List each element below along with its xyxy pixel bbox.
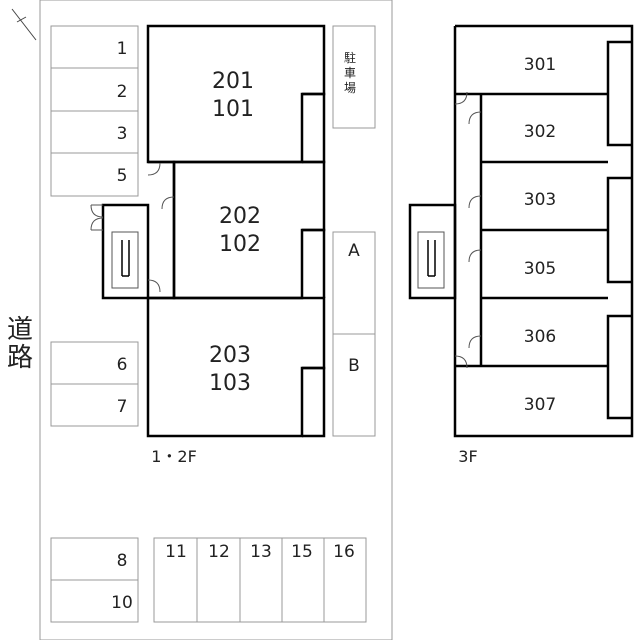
parking-space-11: 11 xyxy=(165,542,187,562)
unit-203: 203 xyxy=(209,343,251,368)
parking-space-10: 10 xyxy=(111,593,133,613)
parking-area-label-char-3: 場 xyxy=(344,81,356,95)
parking-group-middle xyxy=(50,341,139,427)
parking-space-13: 13 xyxy=(250,542,272,562)
unit-302: 302 xyxy=(524,122,556,142)
floor-label-3f: 3F xyxy=(458,447,477,466)
parking-space-5: 5 xyxy=(117,166,128,186)
unit-301: 301 xyxy=(524,55,556,75)
north-arrow-icon xyxy=(11,8,37,41)
unit-101: 101 xyxy=(212,97,254,122)
parking-area-label-char-2: 車 xyxy=(344,66,356,80)
building-3f xyxy=(408,24,634,438)
parking-group-bottom xyxy=(50,537,139,623)
parking-space-16: 16 xyxy=(333,542,355,562)
floor-label-12f: 1・2F xyxy=(151,447,197,466)
parking-space-7: 7 xyxy=(117,397,128,417)
parking-space-3: 3 xyxy=(117,124,128,144)
parking-space-8: 8 xyxy=(117,551,128,571)
bike-area-b: B xyxy=(348,356,360,376)
unit-201: 201 xyxy=(212,69,254,94)
unit-303: 303 xyxy=(524,190,556,210)
site-boundary xyxy=(39,0,393,640)
parking-space-15: 15 xyxy=(291,542,313,562)
parking-group-row xyxy=(153,537,367,623)
parking-area-box xyxy=(332,25,376,129)
unit-306: 306 xyxy=(524,327,556,347)
unit-305: 305 xyxy=(524,259,556,279)
parking-group-top xyxy=(50,25,139,197)
unit-307: 307 xyxy=(524,395,556,415)
bike-area-a: A xyxy=(348,241,360,261)
parking-space-6: 6 xyxy=(117,355,128,375)
parking-space-1: 1 xyxy=(117,39,128,59)
building-12f xyxy=(90,24,326,438)
unit-102: 102 xyxy=(219,232,261,257)
road-label-char-1: 道 xyxy=(7,315,33,345)
parking-area-label-char-1: 駐 xyxy=(344,50,356,65)
road-label-char-2: 路 xyxy=(7,343,33,373)
parking-space-2: 2 xyxy=(117,82,128,102)
unit-103: 103 xyxy=(209,371,251,396)
unit-202: 202 xyxy=(219,204,261,229)
parking-space-12: 12 xyxy=(208,542,230,562)
